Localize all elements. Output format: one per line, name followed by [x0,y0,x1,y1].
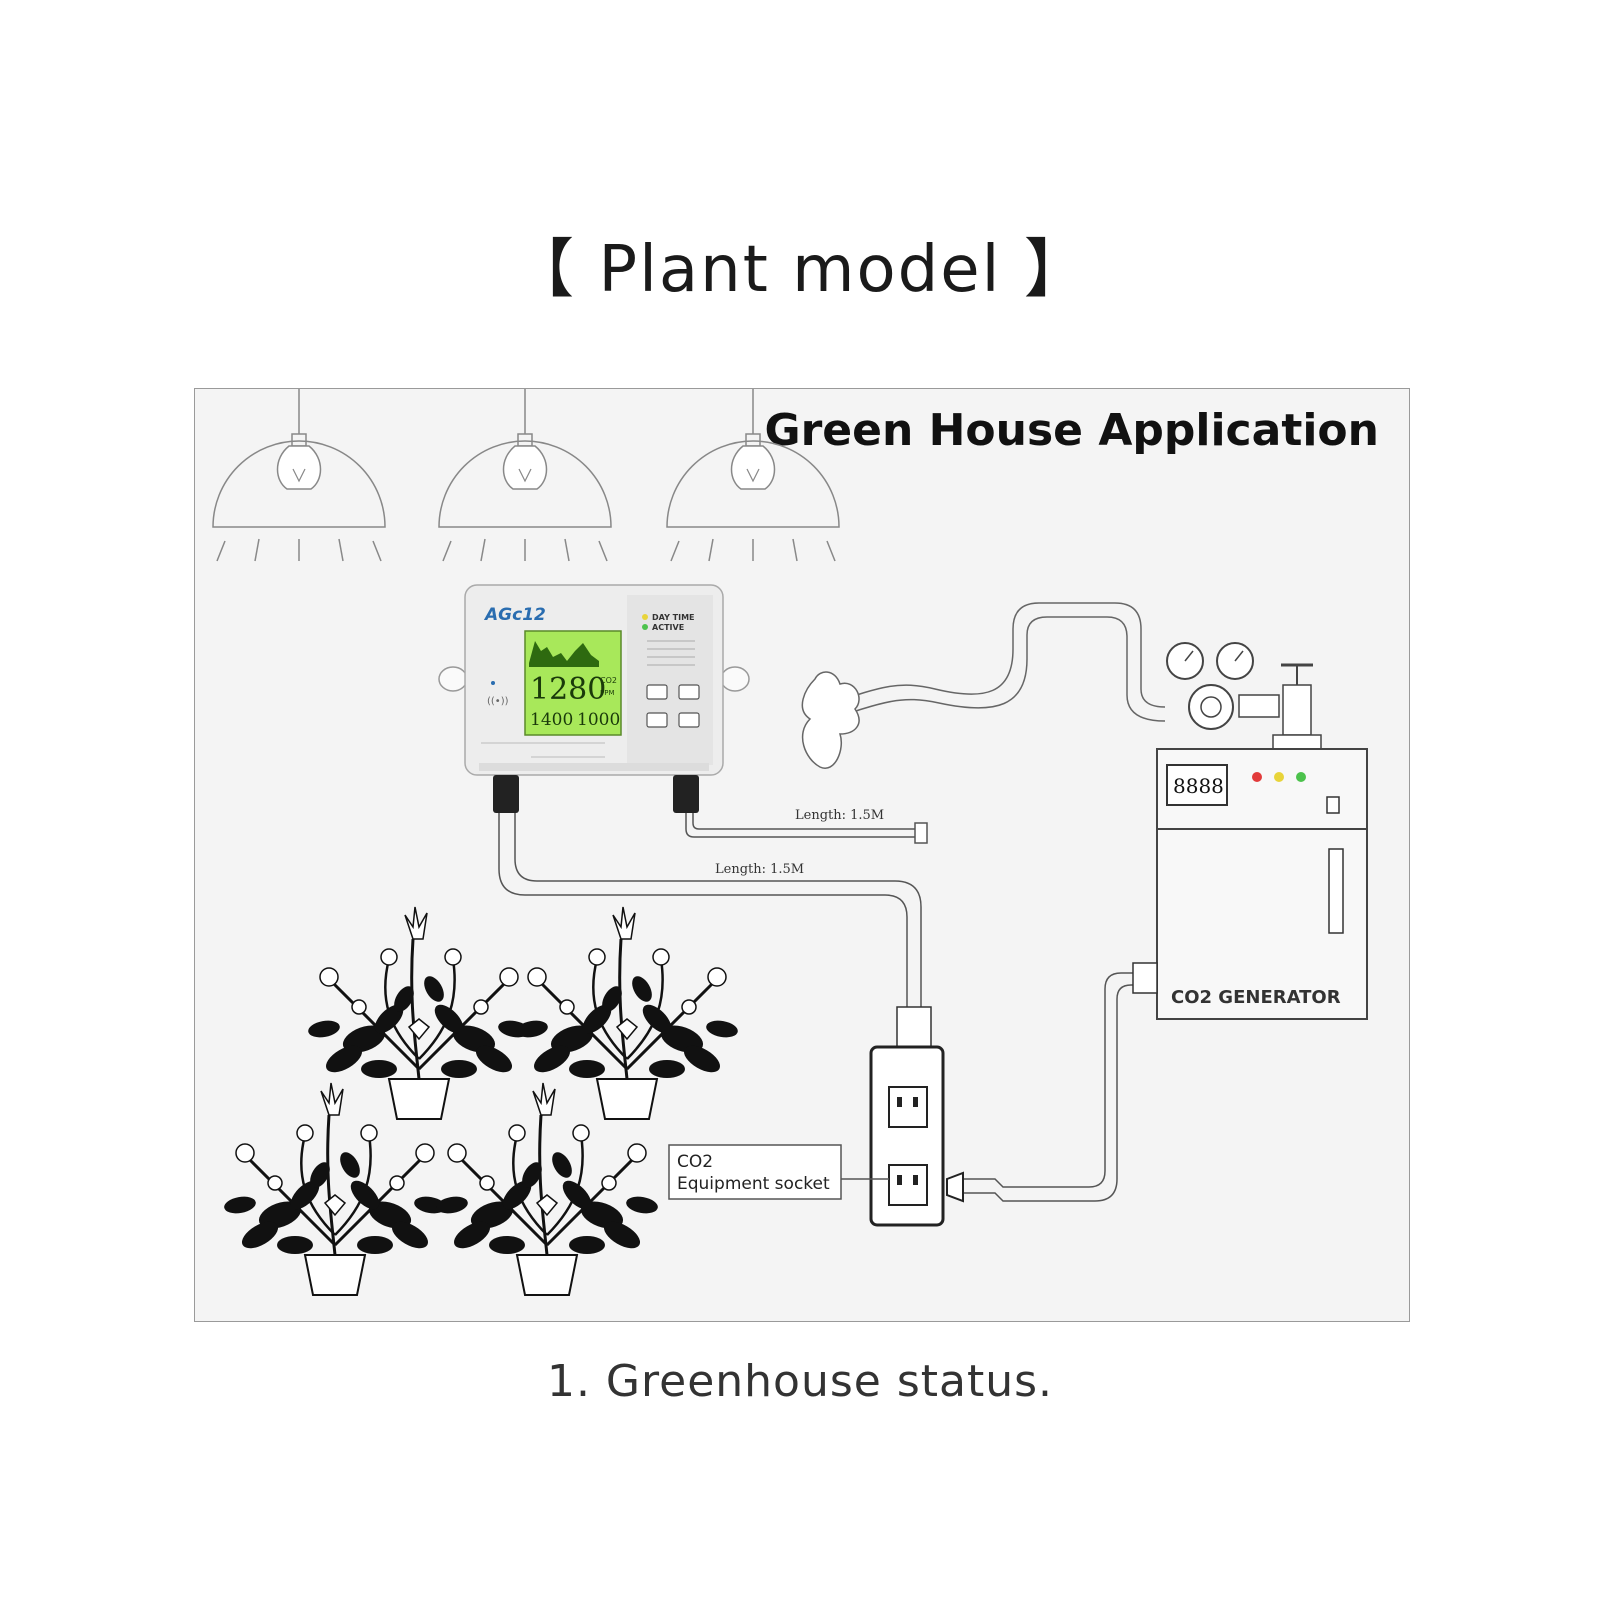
enter-button[interactable] [646,712,668,728]
indicator-green-led [1296,772,1306,782]
controller-main-reading: 1280 [530,672,606,707]
controller-unit-co2: CO2 [600,676,617,685]
up-button[interactable] [678,684,700,700]
socket-label-line1: CO2 [677,1152,713,1172]
page-title: 【 Plant model 】 [510,233,1090,307]
diagram-panel: Green House Application [194,388,1410,1322]
sensor-probe [914,822,928,844]
diagram-heading: Green House Application [764,405,1379,456]
grow-lamp-icon [212,389,386,562]
down-button[interactable] [678,712,700,728]
plant-icon [305,905,533,1121]
grow-lamp-icon [666,389,840,562]
cable-length-label-1: Length: 1.5M [795,808,884,823]
indicator-red-led [1252,772,1262,782]
status-day-time: DAY TIME [652,613,695,622]
generator-label: CO2 GENERATOR [1171,987,1341,1008]
controller-unit-ppm: PPM [600,689,614,697]
status-active: ACTIVE [652,623,684,632]
controller-sub-reading-1: 1400 [530,710,573,730]
co2-gas-icon [801,671,860,769]
sound-icon: ((•)) [487,696,509,707]
plant-icon [513,905,741,1121]
controller-sub-reading-2: 1000 [577,710,620,730]
sensor-plug [673,775,699,813]
generator-display: 8888 [1173,774,1224,798]
diagram-canvas: AGc12 1280 1400 1000 CO2 PPM DAY TIME AC… [212,389,1368,1297]
sensor-plug [493,775,519,813]
caption: 1. Greenhouse status. [546,1356,1054,1407]
grow-lamp-icon [438,389,612,562]
co2-regulator [1166,642,1322,750]
cable-length-label-2: Length: 1.5M [715,862,804,877]
co2-equipment-socket [869,1006,945,1227]
controller-model-label: AGc12 [483,605,546,625]
co2-controller: AGc12 1280 1400 1000 CO2 PPM DAY TIME AC… [438,584,750,813]
socket-label-line2: Equipment socket [677,1174,830,1194]
controller-screen [524,630,622,736]
indicator-yellow-led [1274,772,1284,782]
menu-button[interactable] [646,684,668,700]
valve-knob-icon [1326,796,1340,814]
power-plug-icon [946,1171,964,1203]
flow-meter [1328,848,1344,934]
co2-generator: 8888 CO2 GENERATOR [1132,748,1368,1020]
